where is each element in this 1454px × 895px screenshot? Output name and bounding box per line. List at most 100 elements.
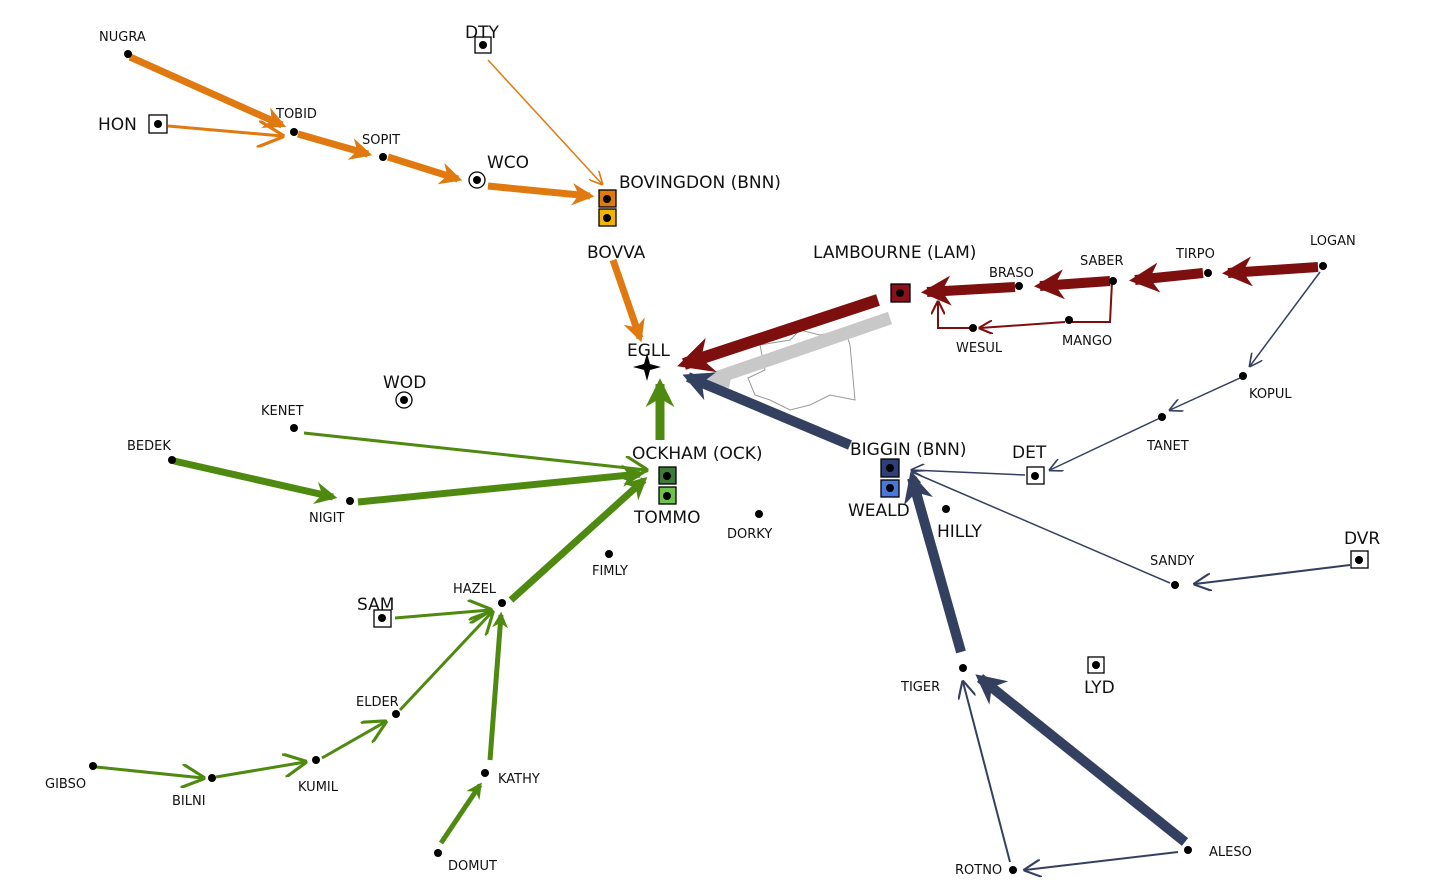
route-segment: [912, 472, 1171, 584]
route-biggin: [682, 271, 1351, 870]
label-rotno: ROTNO: [955, 863, 1002, 878]
route-segment: [677, 294, 880, 373]
waypoint-dot: [969, 324, 977, 332]
route-segment: [938, 302, 970, 329]
label-wod: WOD: [383, 373, 426, 393]
waypoint-dot: [1109, 277, 1117, 285]
beacon-lyd-icon: [1087, 656, 1105, 674]
label-bovva: BOVVA: [587, 243, 646, 263]
label-hon: HON: [98, 115, 137, 135]
beacon-dty-icon: [474, 36, 492, 54]
label-det: DET: [1012, 443, 1047, 463]
label-weald: WEALD: [848, 501, 910, 521]
route-segment: [904, 472, 966, 654]
route-segment: [398, 612, 492, 712]
route-shadow: [707, 311, 893, 387]
route-segment: [1195, 564, 1351, 584]
vor-wco-icon: [468, 171, 486, 189]
label-sandy: SANDY: [1150, 554, 1194, 569]
beacon-hon-icon: [148, 114, 168, 134]
label-logan: LOGAN: [1310, 234, 1356, 249]
route-segment: [1170, 377, 1241, 410]
label-lyd: LYD: [1084, 678, 1115, 698]
waypoint-dot: [1204, 269, 1212, 277]
waypoint-dot: [605, 550, 613, 558]
label-tirpo: TIRPO: [1175, 247, 1215, 262]
label-bedek: BEDEK: [127, 439, 171, 454]
label-aleso: ALESO: [1209, 845, 1252, 860]
label-dvr: DVR: [1344, 529, 1380, 549]
label-tiger: TIGER: [900, 680, 940, 695]
label-sopit: SOPIT: [362, 133, 400, 148]
label-kumil: KUMIL: [298, 780, 339, 795]
beacon-sam-icon: [373, 609, 392, 628]
label-lambourne: LAMBOURNE (LAM): [813, 243, 976, 263]
route-segment: [487, 59, 602, 184]
route-segment: [682, 372, 852, 450]
route-segment: [609, 258, 645, 343]
waypoint-dot: [346, 497, 354, 505]
route-segment: [1034, 269, 1111, 300]
waypoint-dot: [1065, 316, 1073, 324]
label-wco: WCO: [487, 153, 529, 173]
waypoint-dot: [1239, 372, 1247, 380]
waypoint-dot: [312, 756, 320, 764]
route-segment: [921, 275, 1016, 306]
label-tommo: TOMMO: [633, 508, 700, 528]
label-bovingdon: BOVINGDON (BNN): [619, 173, 781, 193]
route-segment: [386, 153, 463, 185]
label-dty: DTY: [465, 23, 499, 43]
label-hazel: HAZEL: [453, 582, 497, 597]
label-hilly: HILLY: [937, 522, 982, 542]
route-segment: [321, 722, 385, 760]
label-kathy: KATHY: [498, 772, 540, 787]
label-kopul: KOPUL: [1249, 387, 1292, 402]
route-segment: [173, 457, 338, 504]
waypoint-dot: [942, 505, 950, 513]
label-gibso: GIBSO: [45, 777, 86, 792]
label-bilni: BILNI: [172, 794, 206, 809]
hold-lambourne-icon: [890, 283, 911, 303]
waypoint-dot: [208, 774, 216, 782]
route-segment: [297, 130, 373, 160]
label-nigit: NIGIT: [309, 511, 344, 526]
label-saber: SABER: [1080, 254, 1124, 269]
route-segment: [1129, 262, 1204, 293]
hold-biggin-icon: [880, 458, 900, 498]
label-tanet: TANET: [1146, 439, 1189, 454]
label-nugra: NUGRA: [99, 30, 146, 45]
waypoint-dot: [392, 710, 400, 718]
waypoint-dot: [959, 664, 967, 672]
airport-cross-icon: [633, 353, 661, 381]
label-tobid: TOBID: [275, 107, 317, 122]
waypoint-dot: [755, 510, 763, 518]
label-elder: ELDER: [356, 695, 399, 710]
waypoint-dot: [1015, 282, 1023, 290]
route-segment: [963, 682, 1011, 863]
route-segment: [1050, 417, 1161, 470]
vor-wod-icon: [395, 391, 413, 409]
label-ockham: OCKHAM (OCK): [632, 444, 763, 464]
waypoint-dot: [498, 599, 506, 607]
waypoint-dot: [89, 762, 97, 770]
route-segment: [167, 126, 282, 136]
beacon-det-icon: [1026, 466, 1045, 485]
city-outline: [747, 329, 856, 411]
label-sam: SAM: [357, 595, 394, 615]
waypoint-dot: [290, 424, 298, 432]
route-segment: [357, 464, 645, 506]
label-dorky: DORKY: [727, 527, 772, 542]
label-fimly: FIMLY: [592, 564, 628, 579]
labels: NUGRA TOBID SOPIT WCO HON DTY BOVINGDON …: [45, 23, 1380, 878]
waypoint-dot: [124, 50, 132, 58]
hold-bovingdon-icon: [598, 189, 617, 227]
waypoint-dot: [1009, 866, 1017, 874]
label-biggin: BIGGIN (BNN): [850, 440, 967, 460]
label-mango: MANGO: [1062, 334, 1112, 349]
route-segment: [487, 182, 595, 206]
waypoint-dot: [168, 456, 176, 464]
waypoint-dot: [434, 849, 442, 857]
label-wesul: WESUL: [956, 341, 1003, 356]
route-segment: [487, 611, 509, 761]
waypoint-dot: [290, 128, 298, 136]
